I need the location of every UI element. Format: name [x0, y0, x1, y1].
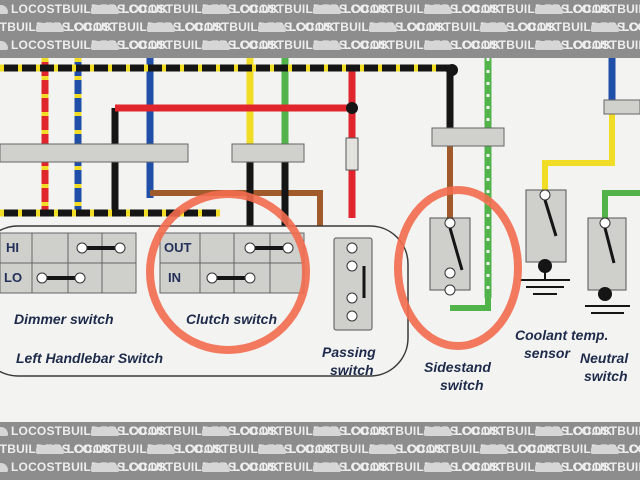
sidestand-switch-body	[429, 217, 471, 296]
label-lo: LO	[4, 270, 23, 285]
neutral-switch-body	[585, 217, 630, 314]
dimmer-switch	[0, 232, 137, 294]
passing-switch-body	[333, 237, 373, 331]
label-coolant-sensor: sensor	[524, 345, 570, 361]
annotation-circle-clutch	[146, 190, 310, 354]
wire-green-neutral	[602, 190, 640, 218]
label-in: IN	[168, 270, 181, 285]
connector-strip	[231, 143, 305, 163]
wiring-diagram	[0, 58, 640, 377]
label-sidestand-switch: switch	[440, 377, 484, 393]
label-out: OUT	[164, 240, 192, 255]
label-sidestand: Sidestand	[424, 359, 491, 375]
label-clutch-switch: Clutch switch	[186, 311, 278, 327]
annotation-circle-sidestand	[394, 186, 522, 350]
watermark-row: LOCOSTBUILDERS.CO.UKLOCOSTBUILDERS.CO.UK…	[0, 424, 640, 438]
watermark-row: LOCOSTBUILDERS.CO.UKLOCOSTBUILDERS.CO.UK…	[0, 442, 640, 456]
coolant-sensor-body	[520, 189, 570, 295]
label-dimmer-switch: Dimmer switch	[14, 311, 114, 327]
connector-strip	[603, 99, 640, 115]
watermark-row: LOCOSTBUILDERS.CO.UKLOCOSTBUILDERS.CO.UK…	[0, 460, 640, 474]
label-passing: Passing	[322, 344, 376, 360]
wires	[0, 58, 640, 336]
junction-dot	[446, 64, 458, 76]
connector-strip	[0, 143, 189, 163]
wire-yellow-coolant	[542, 103, 615, 193]
watermark-row: LOCOSTBUILDERS.CO.UKLOCOSTBUILDERS.CO.UK…	[0, 2, 640, 16]
label-coolant-temp: Coolant temp.	[515, 327, 609, 343]
watermark-row: LOCOSTBUILDERS.CO.UKLOCOSTBUILDERS.CO.UK…	[0, 38, 640, 52]
junction-dot	[346, 102, 358, 114]
watermark-row: LOCOSTBUILDERS.CO.UKLOCOSTBUILDERS.CO.UK…	[0, 20, 640, 34]
label-hi: HI	[6, 240, 19, 255]
connector-strip	[431, 127, 505, 147]
watermark-band-top: LOCOSTBUILDERS.CO.UKLOCOSTBUILDERS.CO.UK…	[0, 0, 640, 58]
label-neutral-switch: switch	[584, 368, 628, 384]
watermark-band-bottom: LOCOSTBUILDERS.CO.UKLOCOSTBUILDERS.CO.UK…	[0, 422, 640, 480]
label-left-handlebar-switch: Left Handlebar Switch	[16, 350, 164, 366]
label-passing-switch: switch	[330, 362, 374, 378]
fuse	[345, 137, 359, 171]
label-neutral: Neutral	[580, 350, 629, 366]
wire-sidestand-green	[450, 298, 491, 311]
